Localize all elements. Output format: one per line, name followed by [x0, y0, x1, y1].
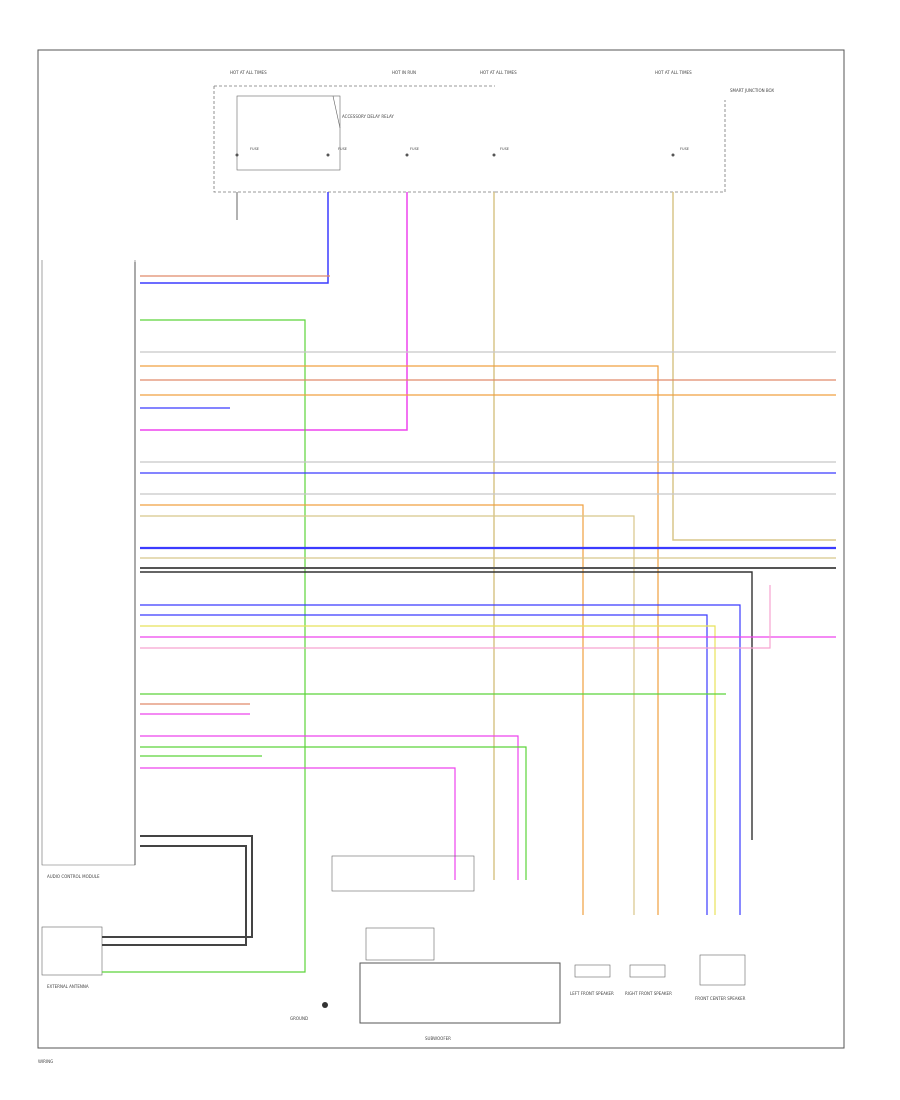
- svg-text:HOT AT ALL TIMES: HOT AT ALL TIMES: [230, 70, 267, 75]
- svg-text:FUSE: FUSE: [500, 147, 509, 151]
- harness-wires: [140, 275, 836, 973]
- svg-text:SMART JUNCTION BOX: SMART JUNCTION BOX: [730, 88, 774, 93]
- svg-text:AUDIO CONTROL MODULE: AUDIO CONTROL MODULE: [47, 874, 100, 879]
- fuse-feeds: [140, 192, 836, 880]
- right-speaker-label: RIGHT FRONT SPEAKER: [625, 991, 672, 996]
- fuse-junction-box: HOT AT ALL TIMES HOT IN RUN HOT AT ALL T…: [213, 70, 774, 193]
- svg-text:FUSE: FUSE: [410, 147, 419, 151]
- antenna-amplifier: EXTERNAL ANTENNA: [41, 835, 253, 989]
- svg-text:FUSE: FUSE: [250, 147, 259, 151]
- svg-text:FUSE: FUSE: [338, 147, 347, 151]
- front-speaker-label: FRONT CENTER SPEAKER: [695, 996, 746, 1001]
- antenna-label: EXTERNAL ANTENNA: [47, 984, 89, 989]
- svg-text:HOT AT ALL TIMES: HOT AT ALL TIMES: [655, 70, 692, 75]
- left-speaker-label: LEFT FRONT SPEAKER: [570, 991, 614, 996]
- subwoofer-label: SUBWOOFER: [425, 1036, 451, 1041]
- diagram-code: WIRING: [38, 1059, 53, 1064]
- audio-control-module: AUDIO CONTROL MODULE: [41, 260, 136, 879]
- diagram-frame: [37, 49, 845, 1049]
- subwoofer-block: SUBWOOFER GROUND: [290, 855, 561, 1041]
- ground-label: GROUND: [290, 1016, 308, 1021]
- svg-text:HOT IN RUN: HOT IN RUN: [392, 70, 416, 75]
- svg-text:FUSE: FUSE: [680, 147, 689, 151]
- svg-text:ACCESSORY DELAY RELAY: ACCESSORY DELAY RELAY: [342, 114, 394, 119]
- svg-text:HOT AT ALL TIMES: HOT AT ALL TIMES: [480, 70, 517, 75]
- speakers: LEFT FRONT SPEAKER RIGHT FRONT SPEAKER F…: [570, 954, 746, 1001]
